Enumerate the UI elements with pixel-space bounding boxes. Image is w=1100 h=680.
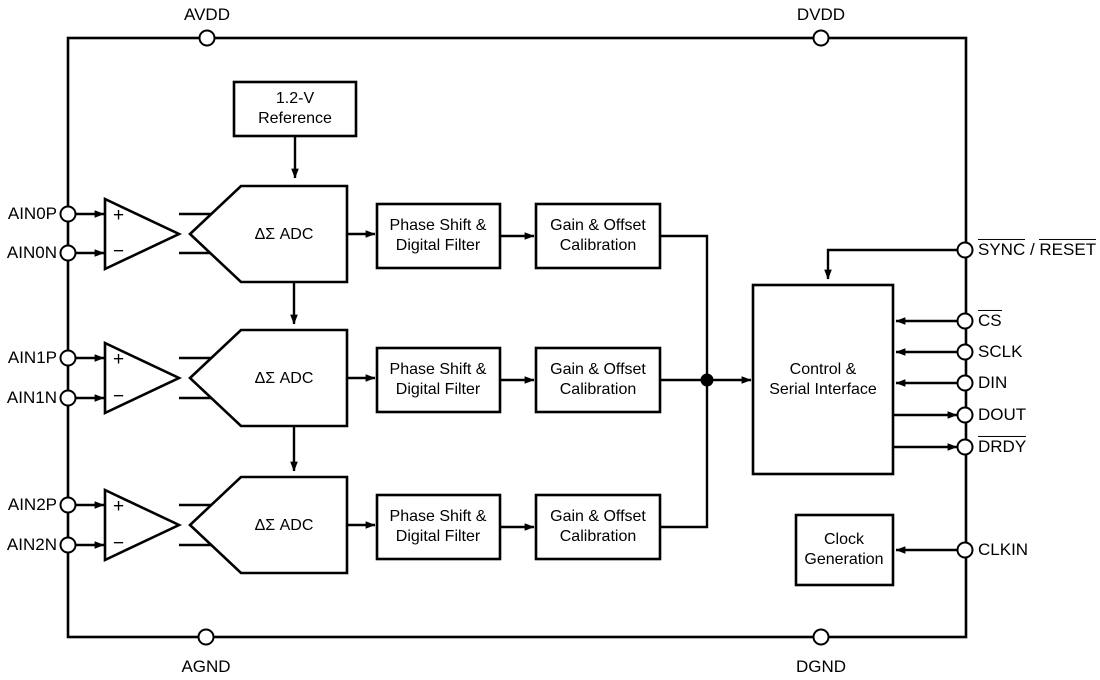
- input-pin-ain0p: [59, 205, 105, 223]
- label-ain2n: AIN2N: [6, 534, 57, 554]
- reference-block-label: 1.2-V Reference: [258, 90, 332, 127]
- gain-offset-label-0: Gain & Offset Calibration: [550, 217, 646, 254]
- gain-offset-block-2: [534, 380, 709, 561]
- label-ain2p: AIN2P: [7, 494, 57, 514]
- gain-offset-label-2: Gain & Offset Calibration: [550, 508, 646, 545]
- amp1-minus-sign: −: [113, 385, 125, 407]
- amp1-plus-sign: +: [113, 348, 125, 370]
- amp0-plus-sign: +: [113, 204, 125, 226]
- amp0-minus-sign: −: [113, 240, 125, 262]
- reference-block: [232, 80, 358, 179]
- label-drdy: DRDY: [978, 436, 1027, 456]
- input-pin-ain2p: [59, 496, 105, 514]
- supply-pin-dgnd: [812, 628, 830, 646]
- amp2-minus-sign: −: [113, 532, 125, 554]
- clock-generation-label: Clock Generation: [804, 531, 884, 568]
- digital-pin-cs: [895, 312, 974, 330]
- supply-pin-agnd: [197, 628, 215, 646]
- label-sync-reset: SYNC / RESET: [978, 239, 1097, 259]
- control-serial-interface-block: [751, 283, 895, 476]
- label-ain0p: AIN0P: [7, 203, 57, 223]
- phase-filter-label-2: Phase Shift & Digital Filter: [389, 508, 487, 545]
- digital-pin-din: [895, 374, 974, 392]
- delta-sigma-adc-2: [188, 475, 376, 575]
- data-bus-junction: [700, 373, 752, 387]
- label-ain1p: AIN1P: [7, 347, 57, 367]
- amp2-plus-sign: +: [113, 495, 125, 517]
- digital-pin-sync-reset: [824, 241, 974, 280]
- phase-filter-label-1: Phase Shift & Digital Filter: [389, 361, 487, 398]
- adc-label-0: ΔΣ ADC: [254, 226, 314, 243]
- label-din: DIN: [978, 372, 1008, 392]
- clock-generation-block: [794, 513, 895, 587]
- digital-pin-drdy: [893, 438, 974, 456]
- phase-filter-block-0: [375, 202, 535, 270]
- phase-filter-block-1: [375, 346, 535, 414]
- label-ain0n: AIN0N: [6, 242, 57, 262]
- label-sclk: SCLK: [978, 341, 1023, 361]
- input-pin-ain0n: [59, 244, 105, 262]
- gain-offset-label-1: Gain & Offset Calibration: [550, 361, 646, 398]
- gain-offset-block-0: [534, 202, 709, 380]
- digital-pin-dout: [893, 406, 974, 424]
- phase-filter-block-2: [375, 493, 535, 561]
- label-dout: DOUT: [978, 404, 1027, 424]
- input-pin-ain2n: [59, 536, 105, 554]
- label-dgnd: DGND: [795, 656, 847, 676]
- digital-pin-clkin: [895, 541, 974, 559]
- label-dvdd: DVDD: [796, 4, 846, 24]
- control-serial-interface-label: Control & Serial Interface: [769, 361, 877, 398]
- digital-pin-sclk: [895, 343, 974, 361]
- device-boundary: [66, 36, 968, 639]
- adc-label-1: ΔΣ ADC: [254, 370, 314, 387]
- input-pin-ain1p: [59, 349, 105, 367]
- supply-pin-dvdd: [812, 29, 830, 47]
- phase-filter-label-0: Phase Shift & Digital Filter: [389, 217, 487, 254]
- label-cs: CS: [978, 310, 1002, 330]
- gain-offset-block-1: [534, 346, 707, 414]
- supply-pin-avdd: [198, 29, 216, 47]
- adc-label-2: ΔΣ ADC: [254, 517, 314, 534]
- label-avdd: AVDD: [184, 4, 230, 24]
- label-agnd: AGND: [181, 656, 231, 676]
- label-clkin: CLKIN: [978, 539, 1029, 559]
- label-ain1n: AIN1N: [6, 387, 57, 407]
- input-pin-ain1n: [59, 389, 105, 407]
